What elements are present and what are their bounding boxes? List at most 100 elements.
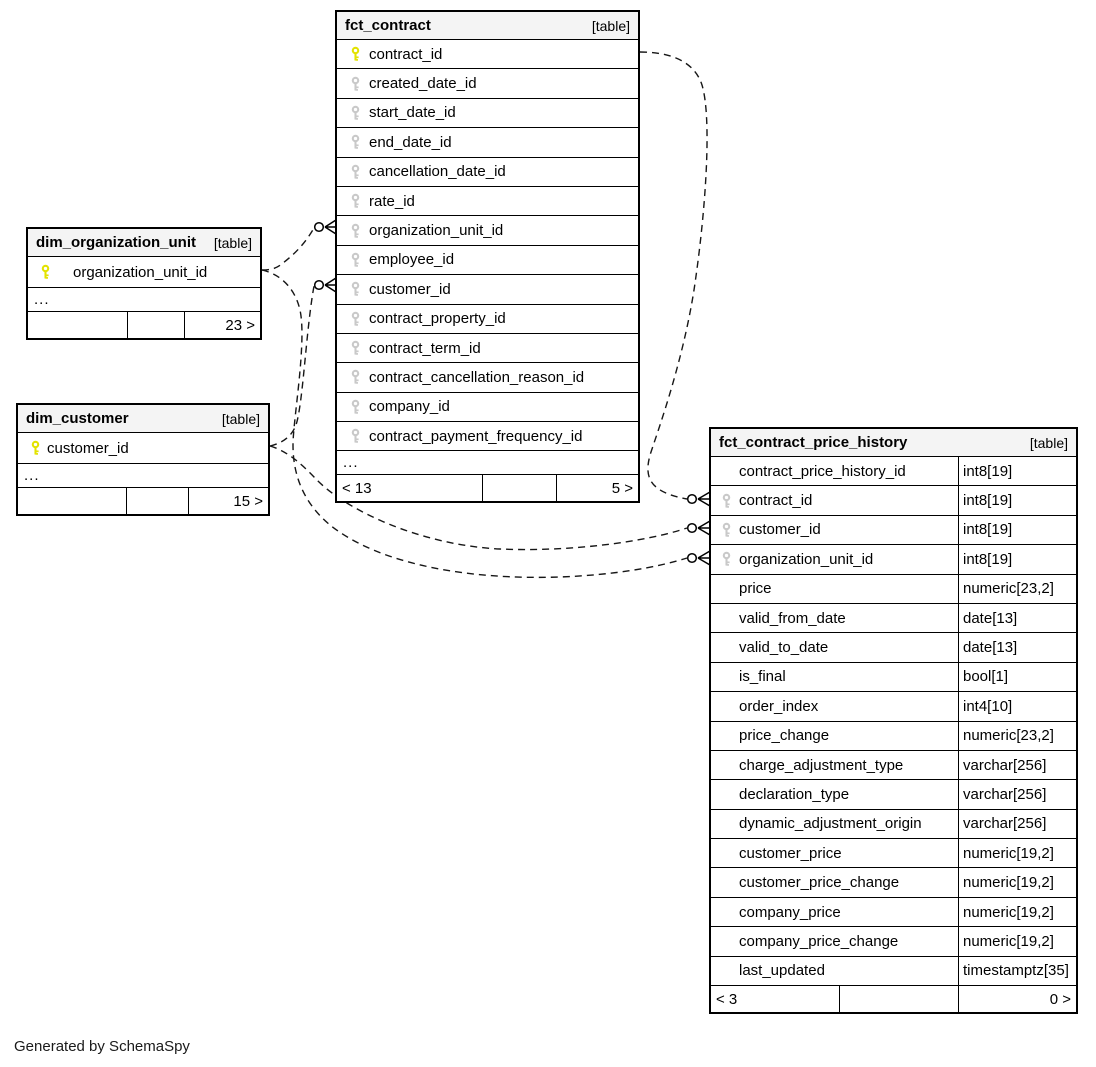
footer-parents-count <box>18 488 127 514</box>
table-footer: < 13 5 > <box>337 475 638 502</box>
column-row-customer_id: customer_id <box>18 433 268 464</box>
foreign-key-icon <box>721 493 732 508</box>
column-name: organization_unit_id <box>711 545 959 574</box>
column-name: cancellation_date_id <box>337 158 638 186</box>
column-row-customer_id: customer_id <box>337 275 638 305</box>
column-type: numeric[19,2] <box>963 844 1054 862</box>
footer-middle-cell <box>127 488 189 514</box>
column-type: numeric[23,2] <box>963 727 1054 745</box>
edge-dimorg-to-pricehistory <box>261 269 688 579</box>
foreign-key-icon <box>350 340 361 356</box>
ellipsis-row: ... <box>28 288 260 312</box>
crowfoot-ph-contract <box>697 491 711 507</box>
table-name[interactable]: dim_organization_unit <box>36 234 197 251</box>
column-name: customer_id <box>18 433 268 463</box>
edge-dimcustomer-to-pricehistory <box>269 445 688 551</box>
column-type: numeric[19,2] <box>963 874 1054 892</box>
column-type: int8[19] <box>963 462 1013 480</box>
column-row-employee_id: employee_id <box>337 245 638 276</box>
column-type: int8[19] <box>963 492 1013 510</box>
table-name[interactable]: fct_contract <box>345 17 431 34</box>
column-name: created_date_id <box>337 69 638 97</box>
column-row-cancellation_date_id: cancellation_date_id <box>337 157 638 187</box>
table-dim-organization-unit[interactable]: dim_organization_unit [table] organizati… <box>26 227 262 340</box>
column-name: dynamic_adjustment_origin <box>711 809 959 839</box>
column-name: contract_cancellation_reason_id <box>337 363 638 391</box>
column-name: contract_id <box>337 40 638 68</box>
generated-by-note: Generated by SchemaSpy <box>14 1038 190 1055</box>
column-name: valid_to_date <box>711 633 959 662</box>
table-name[interactable]: fct_contract_price_history <box>719 434 908 451</box>
column-row-contract_property_id: contract_property_id <box>337 304 638 334</box>
ellipsis-row: ... <box>18 464 268 488</box>
column-row-contract_cancellation_reason_id: contract_cancellation_reason_id <box>337 363 638 393</box>
table-badge: [table] <box>221 410 260 427</box>
column-name: contract_payment_frequency_id <box>337 422 638 450</box>
foreign-key-icon <box>350 370 361 385</box>
table-header: fct_contract_price_history [table] <box>711 429 1076 457</box>
footer-children-count: 0 > <box>1049 990 1071 1008</box>
column-name: contract_property_id <box>337 305 638 333</box>
primary-key-icon <box>40 264 51 280</box>
column-type: bool[1] <box>963 668 1009 686</box>
column-row-organization_unit_id: organization_unit_id <box>337 216 638 246</box>
column-name: valid_from_date <box>711 603 959 633</box>
table-dim-customer[interactable]: dim_customer [table] customer_id... 15 > <box>16 403 270 516</box>
foreign-key-icon <box>350 282 361 297</box>
crowfoot-ph-organization-unit <box>697 550 711 566</box>
column-row-start_date_id: start_date_id <box>337 98 638 129</box>
foreign-key-icon <box>350 399 361 414</box>
crowfoot-ph-customer <box>697 520 711 536</box>
foreign-key-icon <box>721 552 732 567</box>
table-badge: [table] <box>213 234 252 251</box>
foreign-key-icon <box>350 429 361 444</box>
table-badge: [table] <box>1029 434 1068 451</box>
column-name: company_price_change <box>711 927 959 956</box>
footer-middle-cell <box>840 986 959 1013</box>
column-name: is_final <box>711 662 959 692</box>
footer-middle-cell <box>483 475 557 502</box>
zero-dot-ph-customer <box>686 522 698 534</box>
footer-children-count: 15 > <box>233 492 263 510</box>
footer-parents-count: < 3 <box>711 986 840 1013</box>
table-footer: 23 > <box>28 312 260 338</box>
table-name[interactable]: dim_customer <box>26 410 129 427</box>
column-name: customer_id <box>711 515 959 545</box>
column-name: customer_id <box>337 275 638 303</box>
table-fct-contract-price-history[interactable]: fct_contract_price_history [table] contr… <box>709 427 1078 1015</box>
column-type: varchar[256] <box>963 815 1047 833</box>
column-row-contract_payment_frequency_id: contract_payment_frequency_id <box>337 422 638 452</box>
column-name: customer_price <box>711 839 959 868</box>
table-header: dim_organization_unit [table] <box>28 229 260 257</box>
table-badge: [table] <box>591 17 630 34</box>
column-type: numeric[19,2] <box>963 903 1054 921</box>
column-type: varchar[256] <box>963 756 1047 774</box>
column-name: company_price <box>711 897 959 927</box>
column-name: start_date_id <box>337 99 638 127</box>
crowfoot-fct-customer <box>324 277 337 293</box>
footer-children-count: 5 > <box>611 479 633 497</box>
column-name: order_index <box>711 692 959 721</box>
foreign-key-icon <box>350 105 361 120</box>
column-row-end_date_id: end_date_id <box>337 128 638 158</box>
column-row-contract_term_id: contract_term_id <box>337 333 638 364</box>
column-name: contract_term_id <box>337 334 638 362</box>
column-type: numeric[23,2] <box>963 580 1054 598</box>
zero-dot-fct-organization-unit <box>313 221 325 233</box>
zero-dot-fct-customer <box>313 279 325 291</box>
column-name: price <box>711 574 959 603</box>
edge-dimorg-to-fctcontract <box>261 227 315 271</box>
column-name: contract_id <box>711 486 959 515</box>
edge-fctcontract-to-pricehistory <box>639 51 708 500</box>
column-row-rate_id: rate_id <box>337 186 638 217</box>
